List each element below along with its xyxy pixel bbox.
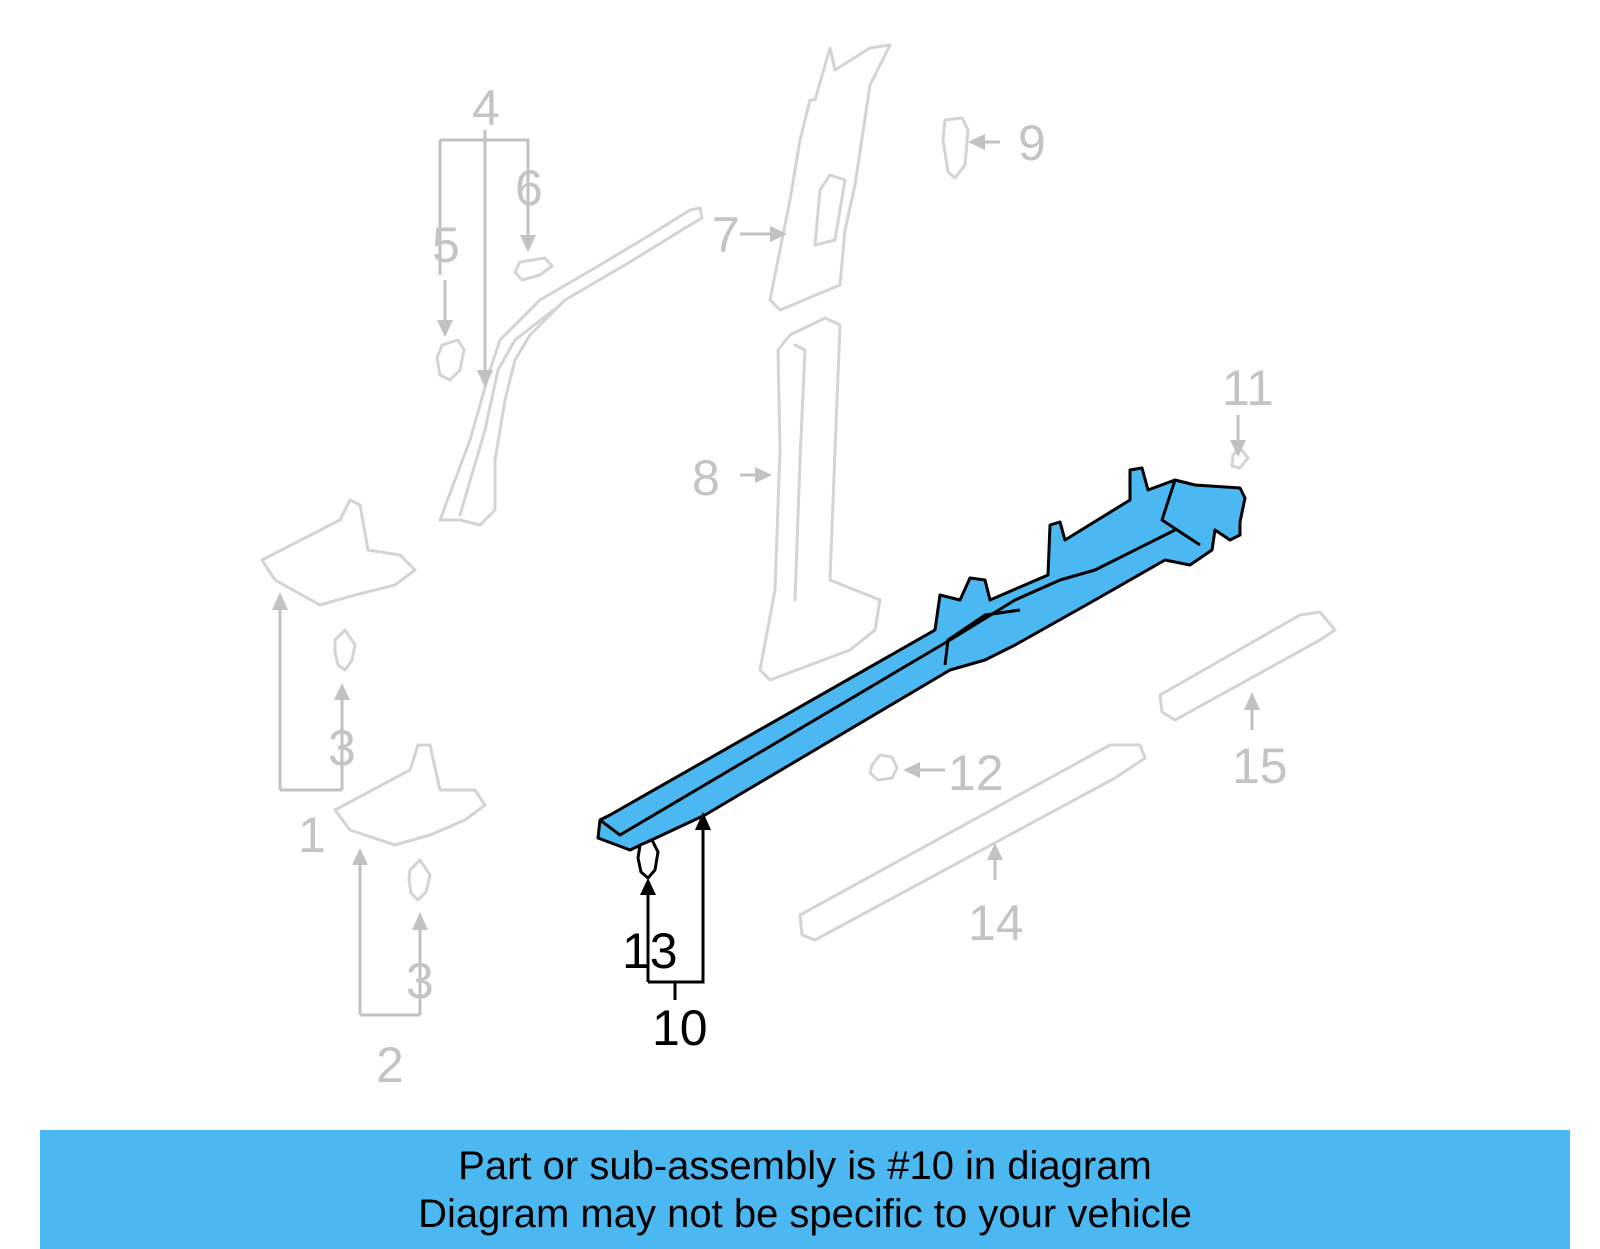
part-7-upper-pillar[interactable] [768,43,892,312]
banner-line-1: Part or sub-assembly is #10 in diagram [458,1143,1152,1188]
part-14-scuff-plate[interactable] [798,743,1147,942]
part-13-clip[interactable] [636,838,660,881]
part-2-kick-panel[interactable] [333,743,487,847]
callout-3-lower: 3 [406,953,434,1009]
callout-4: 4 [472,80,500,136]
part-1-kick-panel[interactable] [260,498,417,607]
callout-11: 11 [1222,360,1274,416]
parts-diagram: 4 6 5 7 9 8 11 12 15 14 3 1 3 2 13 10 [260,43,1337,1093]
callout-10: 10 [652,1000,708,1056]
part-15-scuff-plate[interactable] [1158,610,1337,722]
leader-lines-highlight [640,812,711,1000]
callout-2: 2 [376,1037,404,1093]
callout-15: 15 [1232,738,1288,794]
part-9-clip[interactable] [941,116,970,180]
callout-14: 14 [968,895,1024,951]
callout-12: 12 [948,745,1004,801]
part-8-lower-pillar[interactable] [758,316,882,682]
part-4-pillar-trim[interactable] [438,206,704,527]
callout-labels: 4 6 5 7 9 8 11 12 15 14 3 1 3 2 13 10 [298,80,1288,1093]
callout-3-upper: 3 [328,720,356,776]
banner-line-2: Diagram may not be specific to your vehi… [418,1191,1192,1236]
callout-8: 8 [692,450,720,506]
callout-13: 13 [622,923,678,979]
callout-9: 9 [1018,115,1046,171]
part-5-clip[interactable] [435,338,466,382]
callout-1: 1 [298,807,326,863]
part-3-pin-upper[interactable] [333,628,357,672]
info-banner: Part or sub-assembly is #10 in diagram D… [40,1130,1570,1249]
leader-lines [272,130,1260,1017]
callout-5: 5 [432,217,460,273]
part-10-sill-trim[interactable] [596,466,1247,852]
part-3-pin-lower[interactable] [407,858,432,902]
part-6-clip[interactable] [513,256,554,282]
callout-7: 7 [712,207,740,263]
part-12-clip[interactable] [868,753,899,782]
callout-6: 6 [515,160,543,216]
